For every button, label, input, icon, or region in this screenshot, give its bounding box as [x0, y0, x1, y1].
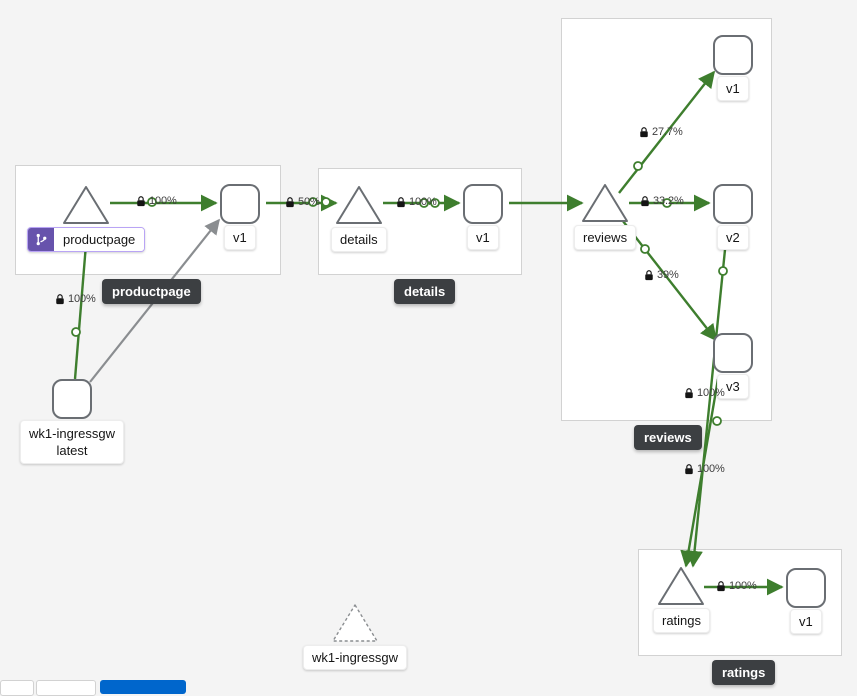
edge-traffic-dot: [712, 416, 722, 426]
edge-traffic-dot: [633, 161, 643, 171]
node-reviews-v1[interactable]: [713, 35, 753, 75]
primary-action-button[interactable]: [100, 680, 186, 694]
edge-traffic-dot: [662, 198, 672, 208]
node-label-reviews-svc[interactable]: reviews: [574, 225, 637, 250]
node-label-line2: latest: [56, 443, 88, 458]
zoom-controls[interactable]: [36, 680, 96, 696]
node-details-svc[interactable]: [336, 186, 382, 224]
edge-traffic-dot: [718, 266, 728, 276]
node-label-pp-v1[interactable]: v1: [224, 225, 256, 250]
node-ratings-svc[interactable]: [658, 567, 704, 605]
node-pp-svc[interactable]: [63, 186, 109, 224]
node-label-pp-svc[interactable]: productpage: [27, 227, 146, 252]
edge-traffic-dot: [321, 197, 331, 207]
group-tooltip-reviews: reviews: [634, 425, 702, 450]
node-label-ratings-svc[interactable]: ratings: [653, 608, 711, 633]
edge-traffic-dot: [640, 244, 650, 254]
node-reviews-svc[interactable]: [582, 184, 628, 222]
node-label-reviews-v2[interactable]: v2: [717, 225, 749, 250]
git-branch-icon: [28, 228, 54, 251]
node-label-details-svc[interactable]: details: [331, 227, 387, 252]
edge-traffic-dot: [71, 327, 81, 337]
node-label-text: productpage: [54, 228, 145, 251]
group-tooltip-ratings: ratings: [712, 660, 776, 685]
edge-reviews-v2-to-ratings[interactable]: [686, 229, 729, 568]
edge-ingressgw-to-productpage[interactable]: [73, 230, 95, 380]
edge-traffic-dot: [419, 198, 429, 208]
edge-reviews-to-v1[interactable]: [618, 70, 716, 194]
node-pp-v1[interactable]: [220, 184, 260, 224]
node-ratings-v1[interactable]: [786, 568, 826, 608]
node-reviews-v3[interactable]: [713, 333, 753, 373]
node-label-reviews-v1[interactable]: v1: [717, 76, 749, 101]
node-ingress-idle[interactable]: [332, 604, 378, 642]
node-label-ingress-idle[interactable]: wk1-ingressgw: [303, 645, 407, 670]
bottom-toolbar[interactable]: [0, 677, 857, 696]
node-label-details-v1[interactable]: v1: [467, 225, 499, 250]
group-tooltip-productpage: productpage: [102, 279, 201, 304]
node-ingressgw[interactable]: [52, 379, 92, 419]
group-tooltip-details: details: [394, 279, 456, 304]
node-label-ingressgw[interactable]: wk1-ingressgw latest: [20, 420, 124, 464]
node-label-line1: wk1-ingressgw: [29, 426, 115, 441]
edge-traffic-dot: [308, 197, 318, 207]
node-label-ratings-v1[interactable]: v1: [790, 609, 822, 634]
node-label-reviews-v3[interactable]: v3: [717, 374, 749, 399]
legend-chip[interactable]: [0, 680, 34, 696]
node-reviews-v2[interactable]: [713, 184, 753, 224]
edge-traffic-dot: [430, 198, 440, 208]
node-details-v1[interactable]: [463, 184, 503, 224]
edge-traffic-dot: [147, 197, 157, 207]
